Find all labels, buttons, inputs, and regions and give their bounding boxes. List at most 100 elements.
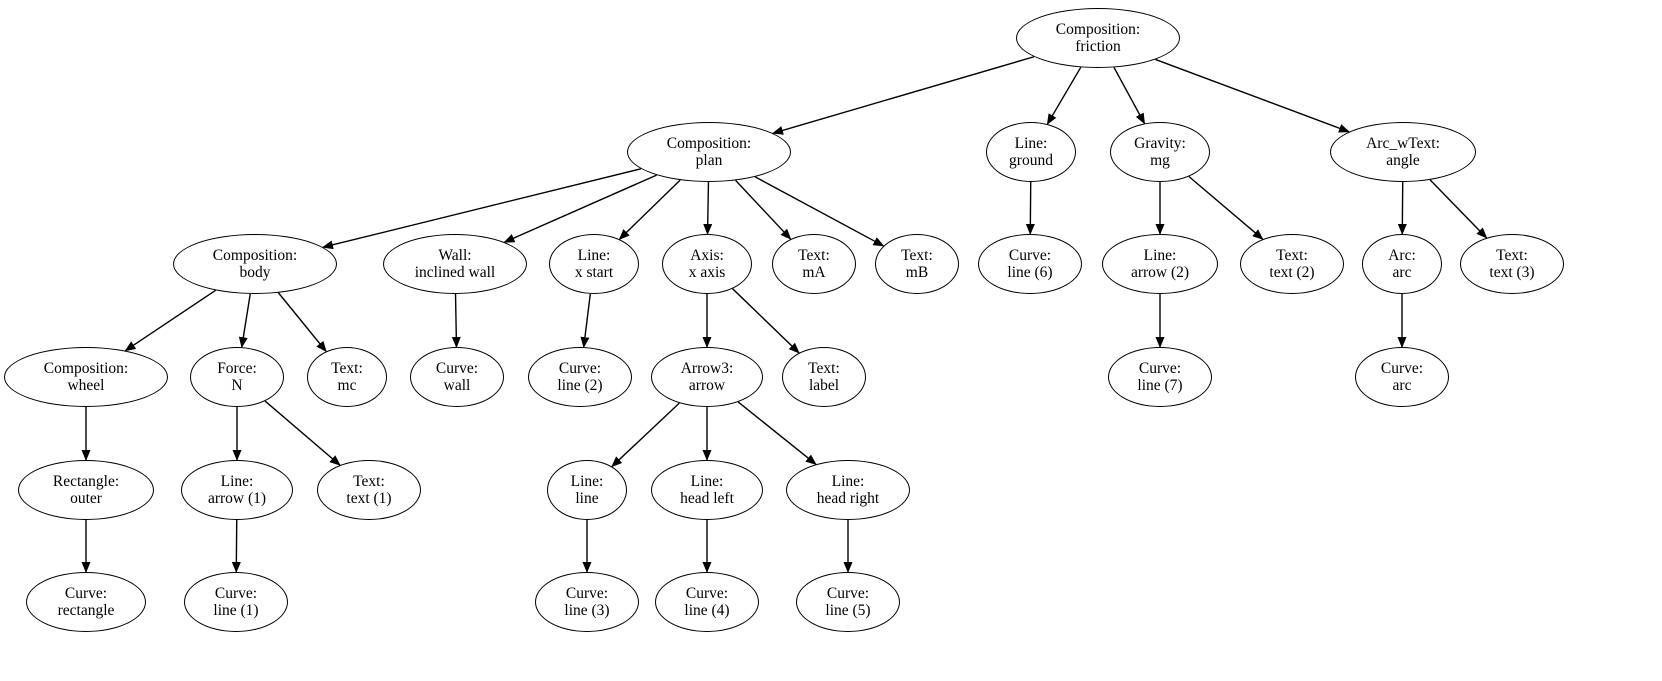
graph-node[interactable]: Wall:inclined wall <box>383 234 527 294</box>
node-name-label: line <box>575 490 599 507</box>
graph-node[interactable]: Line:head left <box>651 460 763 520</box>
node-name-label: line (1) <box>213 602 259 619</box>
node-name-label: arc <box>1392 264 1412 281</box>
graph-edge <box>580 293 591 349</box>
node-type-label: Arrow3: <box>680 359 734 377</box>
graph-edge <box>735 179 792 240</box>
node-type-label: Line: <box>577 246 611 264</box>
graph-node[interactable]: Composition:friction <box>1016 8 1180 68</box>
graph-node[interactable]: Rectangle:outer <box>18 460 154 520</box>
node-name-label: line (7) <box>1137 377 1183 394</box>
node-type-label: Curve: <box>826 584 870 602</box>
graph-node[interactable]: Line:x start <box>549 234 639 294</box>
graph-edge <box>703 181 713 235</box>
node-type-label: Text: <box>808 359 840 377</box>
node-type-label: Axis: <box>690 246 724 264</box>
graph-edge <box>124 289 217 352</box>
node-name-label: line (2) <box>557 377 603 394</box>
node-type-label: Text: <box>901 246 933 264</box>
node-type-label: Curve: <box>1380 359 1424 377</box>
graph-node[interactable]: Line:ground <box>986 122 1076 182</box>
node-name-label: mc <box>337 377 357 394</box>
graph-edge <box>732 288 800 354</box>
graph-node[interactable]: Curve:arc <box>1355 347 1449 407</box>
graph-node[interactable]: Curve:line (3) <box>535 572 639 632</box>
node-type-label: Curve: <box>1008 246 1052 264</box>
graph-node[interactable]: Text:text (2) <box>1240 234 1344 294</box>
node-name-label: head left <box>680 490 734 507</box>
graph-node[interactable]: Line:head right <box>786 460 910 520</box>
graph-node[interactable]: Text:label <box>782 347 866 407</box>
node-type-label: Line: <box>1014 134 1048 152</box>
graph-node[interactable]: Line:line <box>547 460 627 520</box>
node-type-label: Curve: <box>214 584 258 602</box>
graph-edge <box>264 400 341 466</box>
node-name-label: text (3) <box>1489 264 1535 281</box>
node-name-label: arrow <box>688 377 726 394</box>
graph-edge <box>1429 179 1488 239</box>
node-type-label: Force: <box>217 359 257 377</box>
node-type-label: Curve: <box>558 359 602 377</box>
graph-node[interactable]: Curve:line (4) <box>655 572 759 632</box>
graph-node[interactable]: Text:mc <box>307 347 387 407</box>
graph-node[interactable]: Line:arrow (1) <box>181 460 293 520</box>
graph-edge <box>1046 66 1082 125</box>
node-type-label: Line: <box>570 472 604 490</box>
node-type-label: Curve: <box>565 584 609 602</box>
node-name-label: x axis <box>688 264 726 281</box>
graph-edge <box>611 402 680 468</box>
graph-node[interactable]: Curve:wall <box>410 347 504 407</box>
graph-node[interactable]: Curve:rectangle <box>26 572 146 632</box>
node-name-label: head right <box>816 490 880 507</box>
node-name-label: arrow (2) <box>1130 264 1190 281</box>
node-type-label: Text: <box>331 359 363 377</box>
node-type-label: Wall: <box>438 246 472 264</box>
graph-edge <box>1155 58 1350 133</box>
node-name-label: mg <box>1150 152 1170 169</box>
node-name-label: line (5) <box>825 602 871 619</box>
graph-node[interactable]: Line:arrow (2) <box>1102 234 1218 294</box>
node-type-label: Curve: <box>64 584 108 602</box>
graph-node[interactable]: Text:mA <box>772 234 856 294</box>
graph-edge <box>1188 175 1264 240</box>
graph-node[interactable]: Curve:line (5) <box>796 572 900 632</box>
node-type-label: Composition: <box>43 359 129 377</box>
graph-node[interactable]: Arrow3:arrow <box>651 347 763 407</box>
node-type-label: Rectangle: <box>52 472 120 490</box>
node-type-label: Composition: <box>666 134 752 152</box>
graph-edge <box>503 174 657 243</box>
graph-node[interactable]: Text:mB <box>875 234 959 294</box>
node-type-label: Curve: <box>685 584 729 602</box>
node-name-label: plan <box>695 152 723 169</box>
graph-node[interactable]: Text:text (1) <box>317 460 421 520</box>
graph-node[interactable]: Curve:line (1) <box>184 572 288 632</box>
node-type-label: Line: <box>690 472 724 490</box>
graph-node[interactable]: Arc_wText:angle <box>1330 122 1476 182</box>
graph-node[interactable]: Composition:plan <box>627 122 791 182</box>
node-type-label: Line: <box>220 472 254 490</box>
graph-edge <box>1113 67 1146 125</box>
node-name-label: N <box>231 377 243 394</box>
graph-node[interactable]: Curve:line (7) <box>1108 347 1212 407</box>
node-name-label: label <box>808 377 840 394</box>
node-name-label: body <box>239 264 271 281</box>
node-type-label: Curve: <box>1138 359 1182 377</box>
node-name-label: mB <box>905 264 929 281</box>
graph-node[interactable]: Curve:line (6) <box>978 234 1082 294</box>
node-name-label: ground <box>1009 152 1053 169</box>
node-type-label: Curve: <box>435 359 479 377</box>
graph-node[interactable]: Force:N <box>190 347 284 407</box>
node-name-label: rectangle <box>57 602 115 619</box>
graph-node[interactable]: Composition:body <box>173 234 337 294</box>
graph-node[interactable]: Axis:x axis <box>662 234 752 294</box>
graph-edge <box>618 179 681 240</box>
graph-node[interactable]: Arc:arc <box>1362 234 1442 294</box>
graph-node[interactable]: Curve:line (2) <box>528 347 632 407</box>
graph-edge <box>772 56 1035 135</box>
graph-node[interactable]: Gravity:mg <box>1110 122 1210 182</box>
node-type-label: Text: <box>353 472 385 490</box>
node-name-label: mA <box>802 264 826 281</box>
graph-node[interactable]: Composition:wheel <box>4 347 168 407</box>
graph-node[interactable]: Text:text (3) <box>1460 234 1564 294</box>
